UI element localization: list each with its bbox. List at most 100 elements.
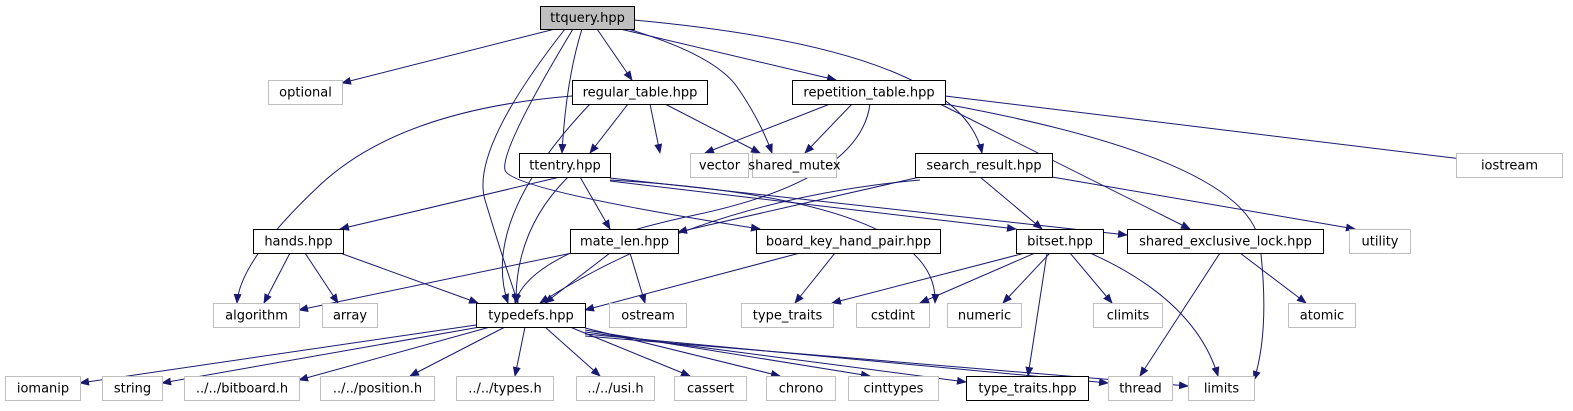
node-label: ostream — [621, 309, 675, 324]
node-typedefs[interactable]: typedefs.hpp — [476, 303, 586, 328]
node-label: regular_table.hpp — [583, 86, 698, 101]
node-string: string — [102, 376, 163, 401]
node-types-h: ../../types.h — [456, 376, 554, 401]
node-cassert: cassert — [674, 376, 747, 401]
edge-ttquery-to-shared-mutex — [627, 28, 773, 154]
edge-ttentry-to-cstdint — [609, 179, 940, 304]
edge-ttquery-to-typedefs — [482, 28, 566, 304]
edge-typedefs-to-thread — [584, 333, 1109, 387]
node-shared-exclusive-lock[interactable]: shared_exclusive_lock.hpp — [1127, 229, 1324, 254]
node-search-result[interactable]: search_result.hpp — [915, 153, 1053, 178]
edge-shared-exclusive-lock-to-thread — [1139, 252, 1221, 377]
edge-search-result-to-bitset — [979, 176, 1043, 230]
node-label: vector — [699, 159, 741, 174]
node-label: chrono — [779, 382, 824, 397]
edge-regular-table-to-typedefs — [501, 103, 591, 304]
node-label: cinttypes — [864, 382, 924, 397]
edge-regular-table-to-algorithm — [233, 95, 573, 304]
node-label: array — [333, 309, 367, 324]
node-label: shared_mutex — [748, 159, 841, 174]
node-label: optional — [279, 86, 332, 101]
node-limits: limits — [1188, 376, 1255, 401]
node-mate-len[interactable]: mate_len.hpp — [570, 229, 679, 254]
node-label: shared_exclusive_lock.hpp — [1139, 235, 1312, 250]
node-label: ../../types.h — [468, 382, 541, 397]
edge-bitset-to-numeric — [1002, 252, 1051, 304]
node-cstdint: cstdint — [856, 303, 930, 328]
node-regular-table[interactable]: regular_table.hpp — [572, 80, 708, 105]
node-hands[interactable]: hands.hpp — [253, 229, 344, 254]
node-box — [5, 376, 81, 401]
node-repetition-table[interactable]: repetition_table.hpp — [792, 80, 946, 105]
node-label: repetition_table.hpp — [803, 86, 934, 101]
node-box — [756, 229, 941, 254]
node-box — [1093, 303, 1163, 328]
node-box — [213, 303, 300, 328]
node-box — [268, 80, 343, 105]
node-label: ../../position.h — [333, 382, 422, 397]
node-label: board_key_hand_pair.hpp — [766, 235, 931, 250]
edge-ttquery-to-optional — [341, 28, 556, 85]
edge-board-key-hand-pair-to-type-traits — [794, 252, 836, 304]
node-label: hands.hpp — [264, 235, 332, 250]
node-cinttypes: cinttypes — [848, 376, 939, 401]
node-label: mate_len.hpp — [580, 235, 669, 250]
node-box — [848, 376, 939, 401]
node-box — [1288, 303, 1356, 328]
node-label: atomic — [1300, 309, 1344, 324]
node-ttentry[interactable]: ttentry.hpp — [519, 153, 611, 178]
node-atomic: atomic — [1288, 303, 1356, 328]
node-bitset[interactable]: bitset.hpp — [1016, 229, 1104, 254]
edge-typedefs-to-iomanip — [79, 324, 477, 386]
node-box — [1456, 153, 1563, 178]
edge-bitset-to-cstdint — [919, 252, 1036, 304]
edge-repetition-table-to-shared-mutex — [804, 103, 853, 154]
node-box — [570, 229, 679, 254]
node-box — [966, 376, 1089, 401]
node-box — [1127, 229, 1324, 254]
edge-ttentry-to-typedefs — [511, 176, 569, 304]
edge-mate-len-to-typedefs — [544, 252, 611, 304]
node-box — [572, 80, 708, 105]
node-box — [320, 376, 435, 401]
edge-ttquery-to-regular-table — [596, 28, 633, 81]
node-label: ttquery.hpp — [550, 11, 625, 26]
node-label: iomanip — [17, 382, 69, 397]
edge-repetition-table-to-typedefs — [513, 103, 871, 304]
edge-repetition-table-to-shared-exclusive-lock — [939, 103, 1191, 230]
node-box — [792, 80, 946, 105]
edge-regular-table-to-shared-mutex — [664, 103, 761, 154]
edge-typedefs-to-cassert — [569, 326, 691, 377]
node-box — [456, 376, 554, 401]
node-box — [1108, 376, 1173, 401]
edge-shared-exclusive-lock-to-atomic — [1239, 252, 1307, 304]
node-ttquery[interactable]: ttquery.hpp — [540, 6, 635, 30]
node-box — [322, 303, 378, 328]
edge-typedefs-to-cinttypes — [584, 329, 871, 379]
edge-search-result-to-utility — [1051, 176, 1356, 232]
node-type-traits-hpp[interactable]: type_traits.hpp — [966, 376, 1089, 401]
node-label: ../../usi.h — [587, 382, 643, 397]
node-ostream: ostream — [609, 303, 687, 328]
node-iostream: iostream — [1456, 153, 1563, 178]
node-board-key-hand-pair[interactable]: board_key_hand_pair.hpp — [756, 229, 941, 254]
edge-bitset-to-type-traits-hpp — [1025, 252, 1048, 377]
edge-ttentry-to-mate-len — [579, 176, 611, 230]
node-label: search_result.hpp — [926, 159, 1041, 174]
node-label: bitset.hpp — [1027, 235, 1093, 250]
node-label: type_traits.hpp — [978, 382, 1076, 397]
edge-ttquery-to-repetition-table — [619, 28, 837, 82]
node-box — [741, 303, 834, 328]
node-box — [1349, 229, 1411, 254]
edge-hands-to-array — [304, 252, 339, 304]
node-usi-h: ../../usi.h — [576, 376, 655, 401]
node-label: algorithm — [225, 309, 288, 324]
edge-ttquery-to-board-key-hand-pair — [504, 28, 761, 232]
node-box — [519, 153, 611, 178]
node-box — [766, 376, 836, 401]
node-label: numeric — [958, 309, 1011, 324]
node-algorithm: algorithm — [213, 303, 300, 328]
node-label: ../../bitboard.h — [196, 382, 288, 397]
node-climits: climits — [1093, 303, 1163, 328]
